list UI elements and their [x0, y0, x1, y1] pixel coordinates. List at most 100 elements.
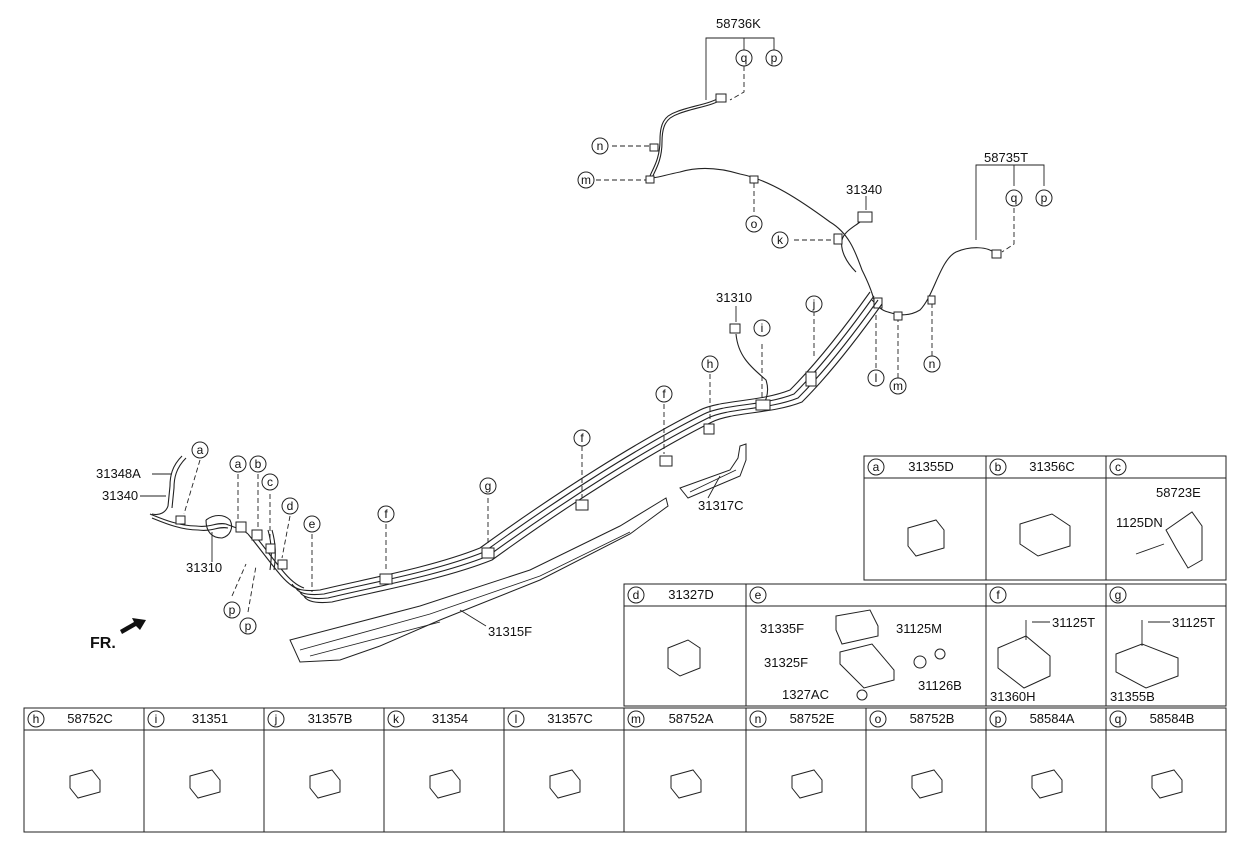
circle-label-f-17-letter: f	[384, 507, 388, 521]
table-cell-p: p 58584A	[985, 707, 1107, 833]
circle-label-q-6: q	[1005, 189, 1023, 207]
circle-label-b-21-letter: b	[255, 457, 262, 471]
table-cell-a-key-letter: a	[873, 460, 880, 474]
callout-31310-upper: 31310	[716, 290, 752, 305]
table-cell-b-part-number: 31356C	[1029, 459, 1075, 474]
table-cell-l-key: l	[507, 710, 525, 728]
circle-label-k-5: k	[771, 231, 789, 249]
circle-label-n-12: n	[923, 355, 941, 373]
part-58752A-drawing	[670, 769, 702, 799]
table-cell-m-part-number: 58752A	[669, 711, 714, 726]
front-pipe-section	[140, 455, 305, 613]
table-cell-p-part-number: 58584A	[1030, 711, 1075, 726]
table-cell-f-key-letter: f	[996, 588, 1000, 602]
part-58752C-drawing	[69, 769, 101, 799]
protector-31315F	[289, 497, 669, 663]
circle-label-o-4: o	[745, 215, 763, 233]
callout-31348A: 31348A	[96, 466, 141, 481]
circle-label-m-11-letter: m	[893, 379, 903, 393]
clip-h	[703, 423, 715, 435]
table-cell-a-part-number: 31355D	[908, 459, 954, 474]
upper-pipe-assembly	[596, 37, 1045, 378]
clip-a	[175, 515, 186, 525]
clip-f-lower	[379, 573, 393, 585]
circle-label-a-23: a	[191, 441, 209, 459]
circle-label-m-3: m	[577, 171, 595, 189]
circle-label-q-0: q	[735, 49, 753, 67]
part-58752B-drawing	[911, 769, 943, 799]
part-31357C-drawing	[549, 769, 581, 799]
callout-31340-lower: 31340	[102, 488, 138, 503]
front-direction-arrow: FR.	[90, 618, 146, 652]
circle-label-p-7: p	[1035, 189, 1053, 207]
table-cell-p-key: p	[989, 710, 1007, 728]
clip-n-lower	[927, 295, 936, 305]
circle-label-p-1-letter: p	[771, 51, 778, 65]
table-cell-q-part-number: 58584B	[1150, 711, 1195, 726]
fr-label: FR.	[90, 635, 116, 652]
table-cell-q: q 58584B	[1105, 707, 1227, 833]
circle-label-f-14: f	[655, 385, 673, 403]
table-cell-b: b 31356C	[985, 455, 1107, 581]
clip-f-upper	[659, 455, 673, 467]
table-cell-b-key-letter: b	[995, 460, 1002, 474]
cell-g-label-31355B: 31355B	[1110, 689, 1155, 704]
table-cell-n-key-letter: n	[755, 712, 762, 726]
circle-label-d-19: d	[281, 497, 299, 515]
clip-m-lower	[893, 311, 903, 321]
table-cell-g-key-letter: g	[1115, 588, 1122, 602]
circle-label-j-9-letter: j	[812, 297, 816, 311]
circle-label-d-19-letter: d	[287, 499, 294, 513]
circle-label-n-2: n	[591, 137, 609, 155]
clip-c	[265, 543, 276, 554]
part-58752E-drawing	[791, 769, 823, 799]
clip-m-upper	[645, 175, 655, 184]
tube-31310-end	[729, 323, 741, 334]
table-cell-l-key-letter: l	[515, 712, 518, 726]
circle-label-k-5-letter: k	[777, 233, 784, 247]
table-cell-l-part-number: 31357C	[547, 711, 593, 726]
circle-label-m-3-letter: m	[581, 173, 591, 187]
main-pipe-bundle	[291, 291, 883, 604]
table-cell-l: l 31357C	[503, 707, 625, 833]
table-cell-d-key-letter: d	[633, 588, 640, 602]
clip-o-upper	[749, 175, 759, 184]
circle-label-n-12-letter: n	[929, 357, 936, 371]
circle-label-l-10: l	[867, 369, 885, 387]
circle-label-e-18: e	[303, 515, 321, 533]
clip-j	[805, 371, 817, 387]
callout-58735T: 58735T	[984, 150, 1028, 165]
table-cell-e-key: e	[749, 586, 767, 604]
callout-31340-upper: 31340	[846, 182, 882, 197]
table-cell-q-key: q	[1109, 710, 1127, 728]
table-cell-k-part-number: 31354	[432, 711, 468, 726]
table-cell-j-part-number: 31357B	[308, 711, 353, 726]
table-cell-o-key-letter: o	[875, 712, 882, 726]
table-cell-d-part-number: 31327D	[668, 587, 714, 602]
circle-label-p-25: p	[239, 617, 257, 635]
pipe-fitting-upper-left	[715, 93, 727, 103]
part-31335F-drawing	[835, 609, 879, 645]
table-cell-q-key-letter: q	[1115, 712, 1122, 726]
circle-label-p-25-letter: p	[245, 619, 252, 633]
cell-e-label-31125M: 31125M	[896, 621, 942, 636]
circle-label-f-17: f	[377, 505, 395, 523]
circle-label-p-7-letter: p	[1041, 191, 1048, 205]
table-cell-c-key: c	[1109, 458, 1127, 476]
cell-e-label-31325F: 31325F	[764, 655, 808, 670]
circle-label-l-10-letter: l	[875, 371, 878, 385]
circle-label-q-0-letter: q	[741, 51, 748, 65]
table-cell-b-key: b	[989, 458, 1007, 476]
clip-b	[251, 529, 263, 541]
table-cell-h-key-letter: h	[33, 712, 40, 726]
table-cell-c-key-letter: c	[1115, 460, 1121, 474]
cell-f-label-31360H: 31360H	[990, 689, 1036, 704]
circle-label-c-20: c	[261, 473, 279, 491]
circle-label-a-23-letter: a	[197, 443, 204, 457]
clip-b-area	[235, 521, 247, 533]
